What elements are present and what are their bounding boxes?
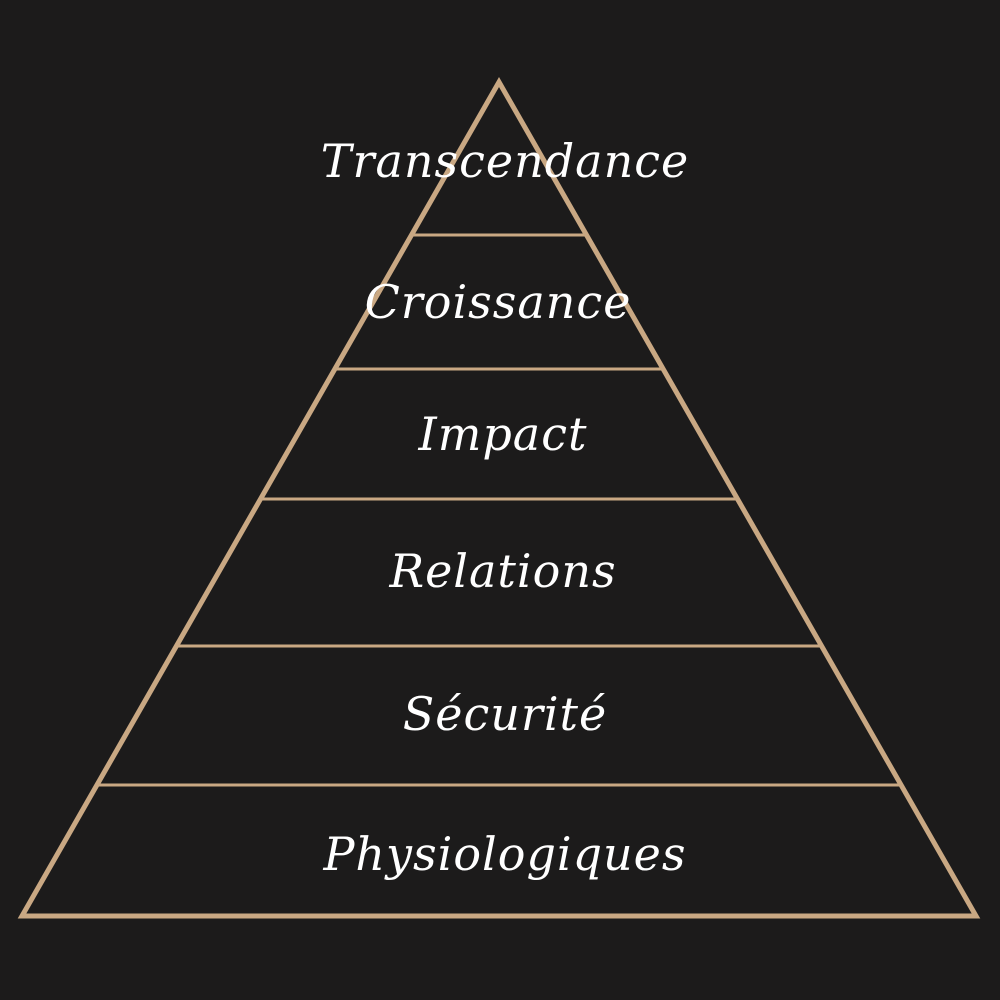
level-transcendance: Transcendance [321,134,689,188]
level-physiologiques: Physiologiques [322,827,686,881]
level-croissance: Croissance [365,275,632,329]
level-securite: Sécurité [403,687,608,741]
level-relations: Relations [388,544,616,598]
level-impact: Impact [418,407,588,461]
pyramid-outline [17,76,981,919]
